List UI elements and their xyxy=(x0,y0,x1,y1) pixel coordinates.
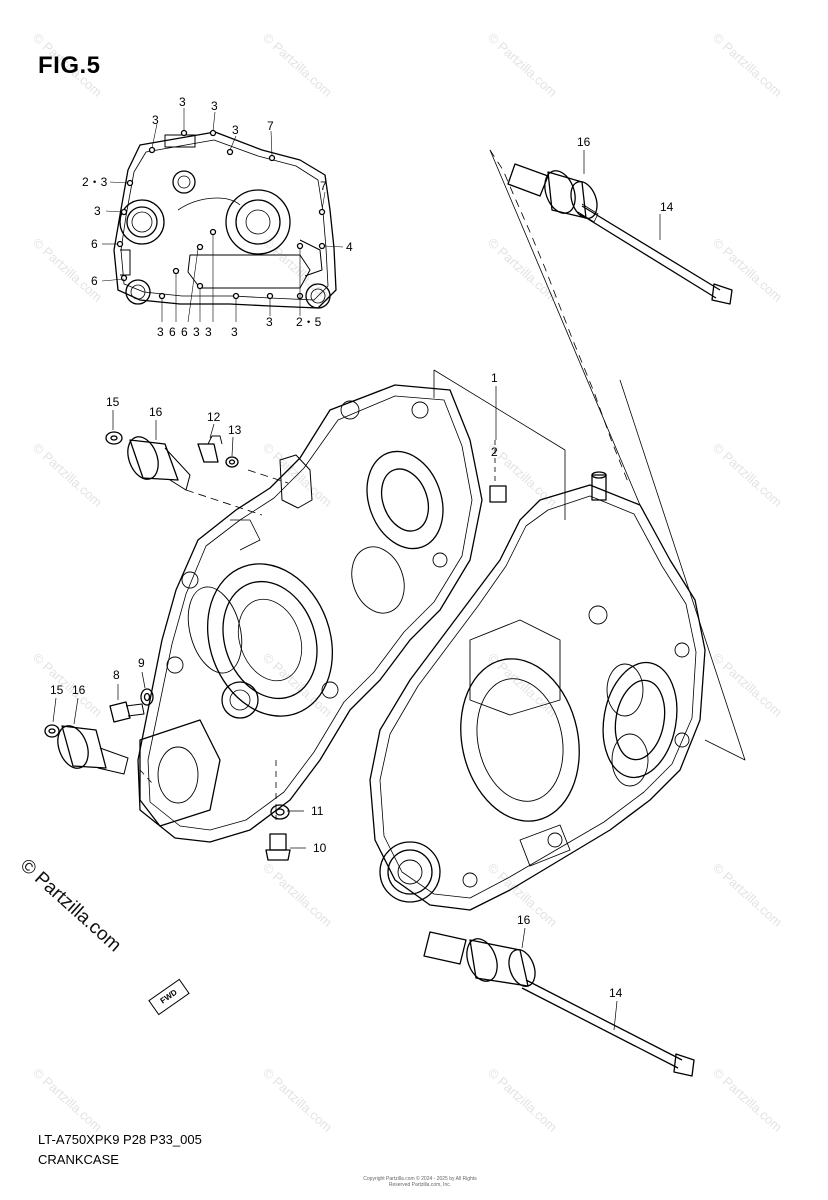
washer-15-left xyxy=(105,431,123,445)
pin-12 xyxy=(197,435,223,463)
callout-label: 10 xyxy=(313,841,327,855)
callout-label: 4 xyxy=(346,240,353,254)
callout-label: 3 xyxy=(266,315,273,329)
reference-lines xyxy=(139,149,746,820)
callout-label: 1 xyxy=(491,371,498,385)
bolt-14-bottom xyxy=(521,979,695,1077)
callout-label: 14 xyxy=(609,986,623,1000)
callout-label: 15 xyxy=(50,683,64,697)
bearing-16-lower-left xyxy=(57,725,129,775)
bolt-8 xyxy=(109,701,145,723)
bearing-16-top xyxy=(507,163,598,219)
left-crankcase-half xyxy=(137,384,483,843)
callout-label: 14 xyxy=(660,200,674,214)
figure-name: CRANKCASE xyxy=(38,1152,119,1167)
callout-label: 7 xyxy=(320,179,327,193)
callout-label: 3 xyxy=(152,113,159,127)
washer-9 xyxy=(140,688,154,706)
callout-label: 3 xyxy=(232,123,239,137)
plug-10 xyxy=(265,833,291,861)
callout-label: 2 xyxy=(491,445,498,459)
callout-label: 16 xyxy=(577,135,591,149)
copyright-note: Copyright Partzilla.com © 2024 - 2025 by… xyxy=(363,1176,477,1188)
callout-label: 16 xyxy=(149,405,163,419)
dowel-2 xyxy=(489,485,507,503)
callout-label: 11 xyxy=(311,804,324,818)
washer-11 xyxy=(270,804,290,820)
callout-label: 3 6 6 3 3 xyxy=(157,325,212,339)
right-crankcase-half xyxy=(369,471,706,911)
callout-label: 13 xyxy=(228,423,242,437)
callout-label: 16 xyxy=(72,683,86,697)
washer-13 xyxy=(225,456,239,468)
inset-crankcase xyxy=(101,108,344,323)
model-code: LT-A750XPK9 P28 P33_005 xyxy=(38,1132,202,1147)
callout-label: 3 xyxy=(179,95,186,109)
callout-label: 16 xyxy=(517,913,531,927)
bearing-16-left xyxy=(127,436,191,491)
callout-label: 6 xyxy=(91,237,98,251)
callout-label: 3 xyxy=(211,99,218,113)
callout-label: 9 xyxy=(138,656,145,670)
callout-label: 12 xyxy=(207,410,221,424)
washer-15-lower xyxy=(44,724,60,738)
callout-leaders xyxy=(52,150,661,1031)
callout-label: 3 xyxy=(94,204,101,218)
callout-label: 2・5 xyxy=(296,315,322,329)
callout-label: 7 xyxy=(267,119,274,133)
callout-label: 15 xyxy=(106,395,120,409)
bearing-16-bottom xyxy=(423,931,536,987)
callout-label: 3 xyxy=(231,325,238,339)
callout-label: 6 xyxy=(91,274,98,288)
callout-label: 8 xyxy=(113,668,120,682)
figure-title: FIG.5 xyxy=(38,52,101,79)
bolt-14-top xyxy=(577,203,733,305)
callout-label: 2・3 xyxy=(82,175,108,189)
